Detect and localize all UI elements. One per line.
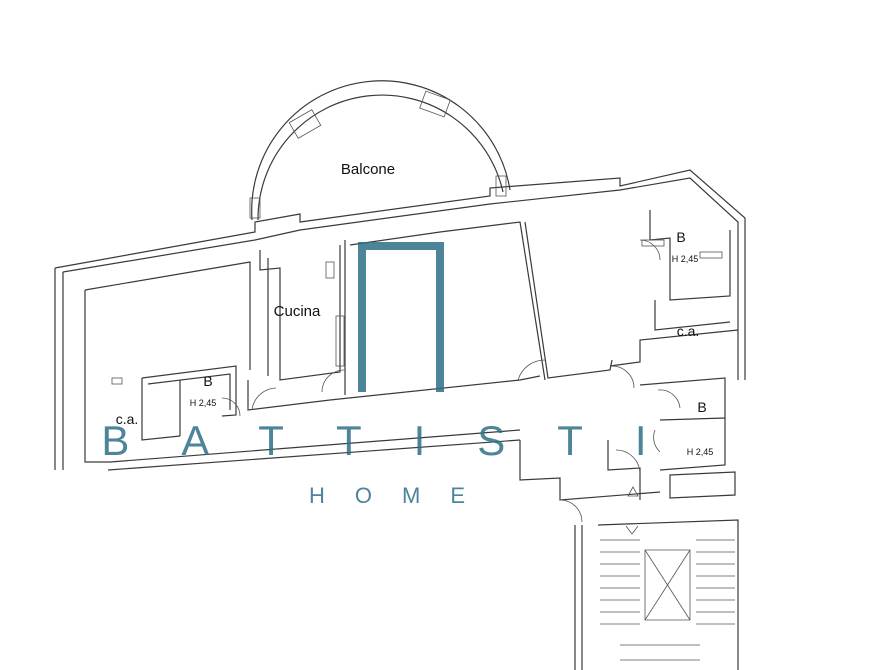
brand-name: BATTISTI [101, 417, 698, 464]
left-storage-label: c.a. [116, 411, 139, 427]
kitchen: Cucina [274, 261, 345, 367]
interior-walls [107, 210, 739, 501]
balcony: Balcone [249, 80, 511, 221]
right-bottom-bath-height: H 2,45 [687, 447, 714, 457]
kitchen-label: Cucina [274, 303, 321, 320]
right-bottom-bath-label: B [697, 399, 706, 415]
right-top-bath-height: H 2,45 [672, 254, 699, 264]
brand-logo-icon [358, 242, 444, 392]
outer-walls [54, 169, 746, 470]
stairwell [574, 486, 739, 670]
left-bathroom: B H 2,45 c.a. [111, 365, 237, 441]
right-bathrooms: B H 2,45 c.a. B H 2,45 [641, 229, 723, 457]
left-bath-height: H 2,45 [190, 398, 217, 408]
balcony-label: Balcone [341, 161, 395, 178]
door-swings [221, 239, 681, 523]
right-top-bath-label: B [676, 229, 685, 245]
brand-subtitle: HOME [309, 483, 495, 508]
brand-watermark: BATTISTI HOME [101, 242, 698, 508]
left-bath-label: B [203, 373, 212, 389]
right-storage-label: c.a. [677, 323, 700, 339]
